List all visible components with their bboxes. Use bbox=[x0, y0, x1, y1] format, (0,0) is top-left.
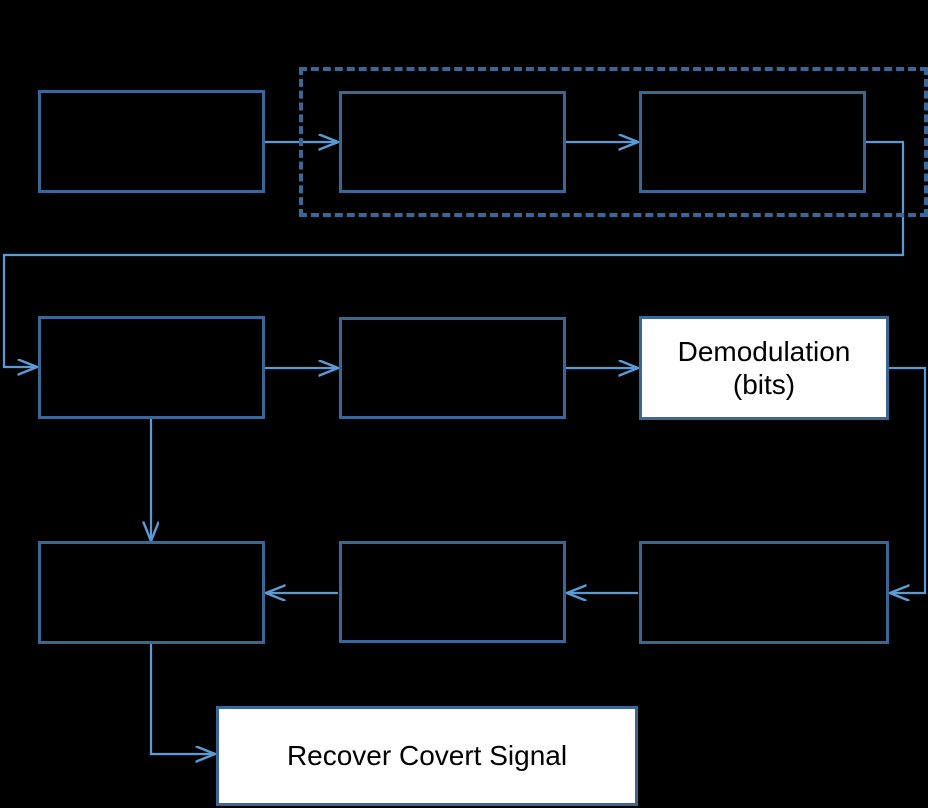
node-r3-c1[interactable] bbox=[38, 541, 265, 644]
node-r3-c2[interactable] bbox=[339, 541, 566, 643]
node-r3-c3[interactable] bbox=[639, 541, 889, 644]
node-demodulation-label: Demodulation (bits) bbox=[677, 335, 851, 400]
node-recover-covert-signal-label: Recover Covert Signal bbox=[286, 740, 568, 772]
node-r1-c2[interactable] bbox=[339, 91, 566, 193]
node-r1-c3[interactable] bbox=[639, 91, 866, 193]
node-r2-c1[interactable] bbox=[38, 316, 265, 419]
wire-r3c1-to-recover bbox=[149, 643, 214, 754]
wire-r1c3-loopback-to-r2c1 bbox=[2, 140, 905, 367]
wire-demodulation-to-r3c3 bbox=[889, 366, 927, 593]
node-demodulation[interactable]: Demodulation (bits) bbox=[639, 316, 889, 420]
connector-group bbox=[2, 140, 927, 754]
node-recover-covert-signal[interactable]: Recover Covert Signal bbox=[216, 706, 638, 806]
node-r2-c2[interactable] bbox=[339, 317, 566, 419]
node-r1-c1[interactable] bbox=[38, 90, 265, 193]
